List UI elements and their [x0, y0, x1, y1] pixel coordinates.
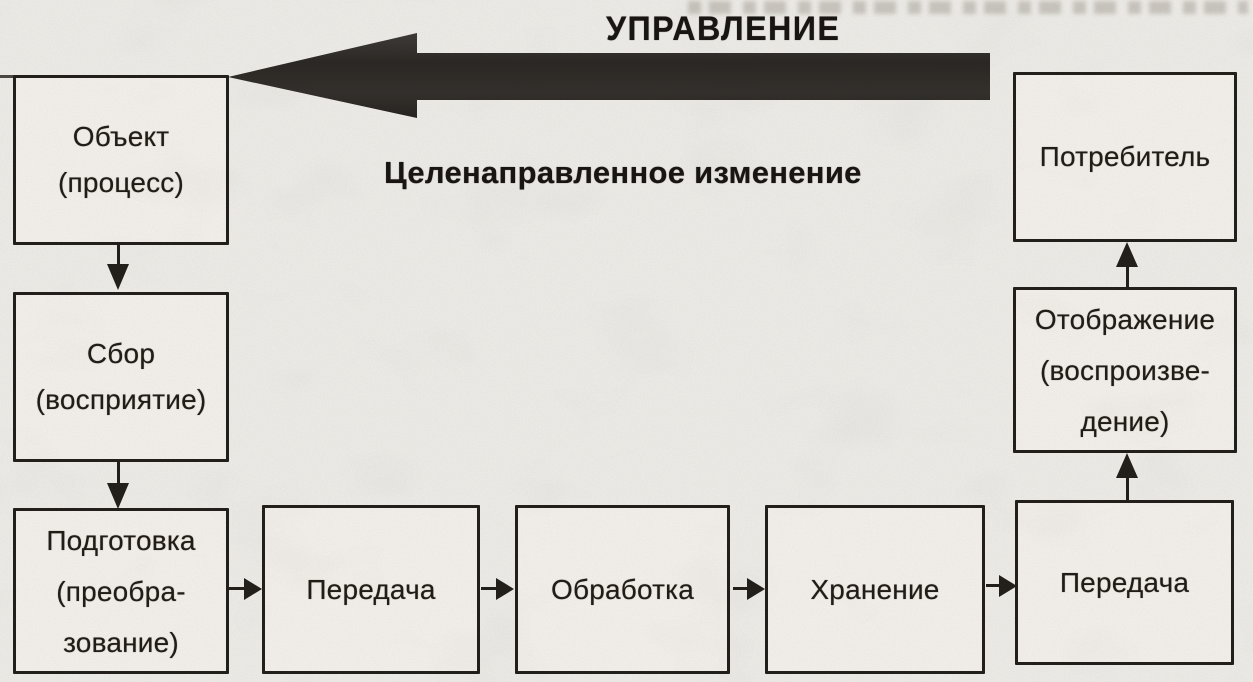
- arrow-right-head-icon: [496, 578, 514, 600]
- node-transfer-2: Передача: [1015, 500, 1234, 665]
- node-object-process: Объект (процесс): [13, 75, 229, 245]
- node-label-line: Объект: [72, 121, 170, 152]
- node-consumer: Потребитель: [1013, 72, 1237, 242]
- node-label-line: (процесс): [57, 167, 185, 198]
- node-label-line: (преобра-: [56, 575, 186, 607]
- arrow-up-transfer2-to-display: [1126, 476, 1129, 501]
- node-label-line: дение): [1080, 405, 1170, 437]
- node-collection-perception: Сбор (восприятие): [13, 292, 229, 462]
- arrow-right-head-icon: [244, 578, 262, 600]
- arrow-down-head-icon: [107, 483, 129, 509]
- arrow-right-head-icon: [747, 578, 765, 600]
- node-label-line: Обработка: [550, 573, 695, 605]
- node-label-line: Сбор: [86, 338, 156, 369]
- arrow-down-collection-to-preparation: [117, 461, 120, 485]
- node-label-line: Передача: [306, 573, 436, 605]
- purposeful-change-label: Целенаправленное изменение: [384, 155, 862, 190]
- node-label-line: (восприятие): [35, 384, 207, 415]
- node-preparation-transformation: Подготовка (преобра- зование): [13, 508, 229, 674]
- node-label-line: Подготовка: [46, 524, 196, 556]
- node-label-line: (воспроизве-: [1039, 354, 1211, 386]
- node-label-line: Передача: [1059, 566, 1190, 598]
- node-storage: Хранение: [765, 505, 985, 674]
- arrow-down-head-icon: [107, 264, 129, 290]
- arrow-up-head-icon: [1116, 453, 1138, 478]
- node-display-reproduction: Отображение (воспроизве- дение): [1013, 287, 1237, 453]
- node-label-line: Отображение: [1034, 303, 1216, 335]
- node-processing: Обработка: [515, 505, 730, 674]
- arrow-up-display-to-consumer: [1126, 265, 1129, 288]
- arrow-up-head-icon: [1116, 242, 1138, 267]
- node-label-line: Хранение: [810, 573, 940, 605]
- node-label-line: Потребитель: [1039, 141, 1211, 172]
- control-label: УПРАВЛЕНИЕ: [606, 10, 841, 48]
- node-label-line: зование): [63, 626, 179, 658]
- node-transfer-1: Передача: [262, 505, 480, 674]
- arrow-right-head-icon: [999, 575, 1017, 597]
